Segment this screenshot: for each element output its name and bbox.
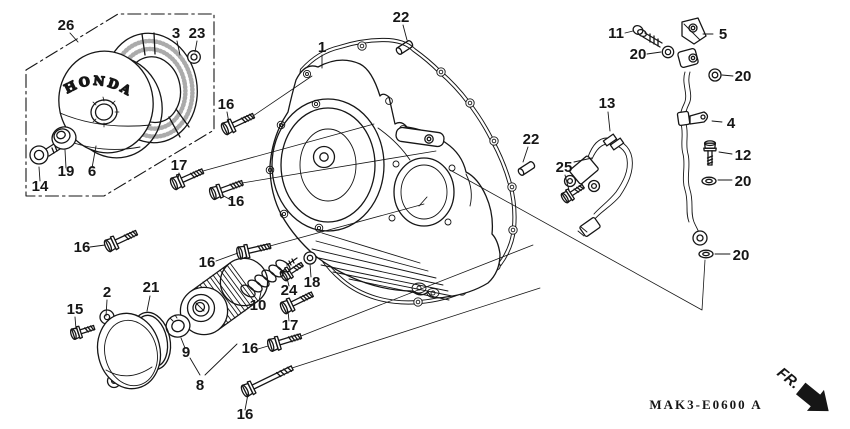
- callout-5: 5: [719, 26, 727, 43]
- callout-14: 14: [32, 178, 49, 195]
- oil-filter-cover: [96, 309, 162, 390]
- dowel-pin-right: [516, 160, 537, 177]
- wire-bracket: [681, 17, 707, 45]
- callout-10: 10: [250, 297, 267, 314]
- pulse-generator-assembly: [563, 133, 633, 237]
- callout-22-top: 22: [393, 9, 410, 26]
- callout-17-b: 17: [282, 317, 299, 334]
- callout-6: 6: [88, 163, 96, 180]
- callout-15: 15: [67, 301, 84, 318]
- callout-leader-lines: [38, 24, 734, 411]
- honda-inspection-cover: HONDA: [58, 50, 163, 159]
- bracket-bolt-11: [632, 24, 663, 48]
- callout-20-a: 20: [630, 46, 647, 63]
- callout-13: 13: [599, 95, 616, 112]
- callout-11: 11: [608, 25, 624, 42]
- callout-9: 9: [182, 344, 190, 361]
- filter-spring: [240, 257, 298, 298]
- callout-20-d: 20: [733, 247, 750, 264]
- callout-20-c: 20: [735, 173, 752, 190]
- callout-25: 25: [556, 159, 573, 176]
- callout-16-f: 16: [237, 406, 254, 423]
- fr-label: FR.: [774, 364, 803, 392]
- clamp-bolt-12: [703, 140, 717, 166]
- cable-clamp-boss: [395, 126, 445, 148]
- callout-2: 2: [103, 284, 111, 301]
- sealing-nut-18: [303, 251, 317, 265]
- filter-seal-ring: [165, 314, 191, 338]
- callout-12: 12: [735, 147, 752, 164]
- callout-17-a: 17: [171, 157, 188, 174]
- callout-19: 19: [58, 163, 75, 180]
- callout-4: 4: [727, 115, 736, 132]
- fr-arrow-icon: [795, 382, 829, 412]
- bolt-alignment-lines: [202, 75, 706, 369]
- flange-nut: [187, 50, 201, 64]
- callout-21: 21: [143, 279, 160, 296]
- flange-bolt-16-long: [238, 361, 296, 400]
- washer-20-d: [698, 249, 714, 259]
- flange-bolt-16-top: [218, 108, 258, 137]
- right-crankcase-cover: [265, 59, 501, 301]
- callout-22-right: 22: [523, 131, 540, 148]
- flange-bolt-16-left: [101, 225, 141, 254]
- flange-bolt-24: [277, 258, 307, 284]
- washer-20-a: [661, 45, 675, 59]
- figure-code: MAK3-E0600 A: [649, 397, 762, 412]
- flange-bolt-16-center: [234, 238, 273, 262]
- washer-20-c: [701, 176, 717, 186]
- oil-filter-element: [179, 257, 269, 336]
- cover-cooling-ribs: [311, 232, 453, 301]
- callout-24: 24: [281, 282, 298, 299]
- washer-20-b: [708, 68, 722, 82]
- flange-bolt-15: [68, 320, 97, 342]
- callout-26: 26: [58, 17, 75, 34]
- callout-16-e: 16: [242, 340, 259, 357]
- callout-3: 3: [172, 25, 180, 42]
- wire-connector: [577, 217, 601, 237]
- alternator-wire-assembly: [676, 47, 709, 246]
- callout-1: 1: [318, 39, 326, 56]
- subassembly-boundary-box: [25, 13, 215, 197]
- callout-16-d: 16: [199, 254, 216, 271]
- callout-8: 8: [196, 377, 204, 394]
- callout-18: 18: [304, 274, 321, 291]
- callout-16-b: 16: [228, 193, 245, 210]
- callout-20-b: 20: [735, 68, 752, 85]
- front-direction-indicator: FR.: [774, 364, 829, 412]
- cover-grommet: [51, 126, 77, 150]
- callout-numbers: 26 3 23 22 1 11 5 20 20 16 13 4 22 12 17…: [32, 9, 752, 423]
- callout-16-c: 16: [74, 239, 91, 256]
- wire-clamp: [676, 110, 709, 127]
- callout-23: 23: [189, 25, 206, 42]
- callout-16-a: 16: [218, 96, 235, 113]
